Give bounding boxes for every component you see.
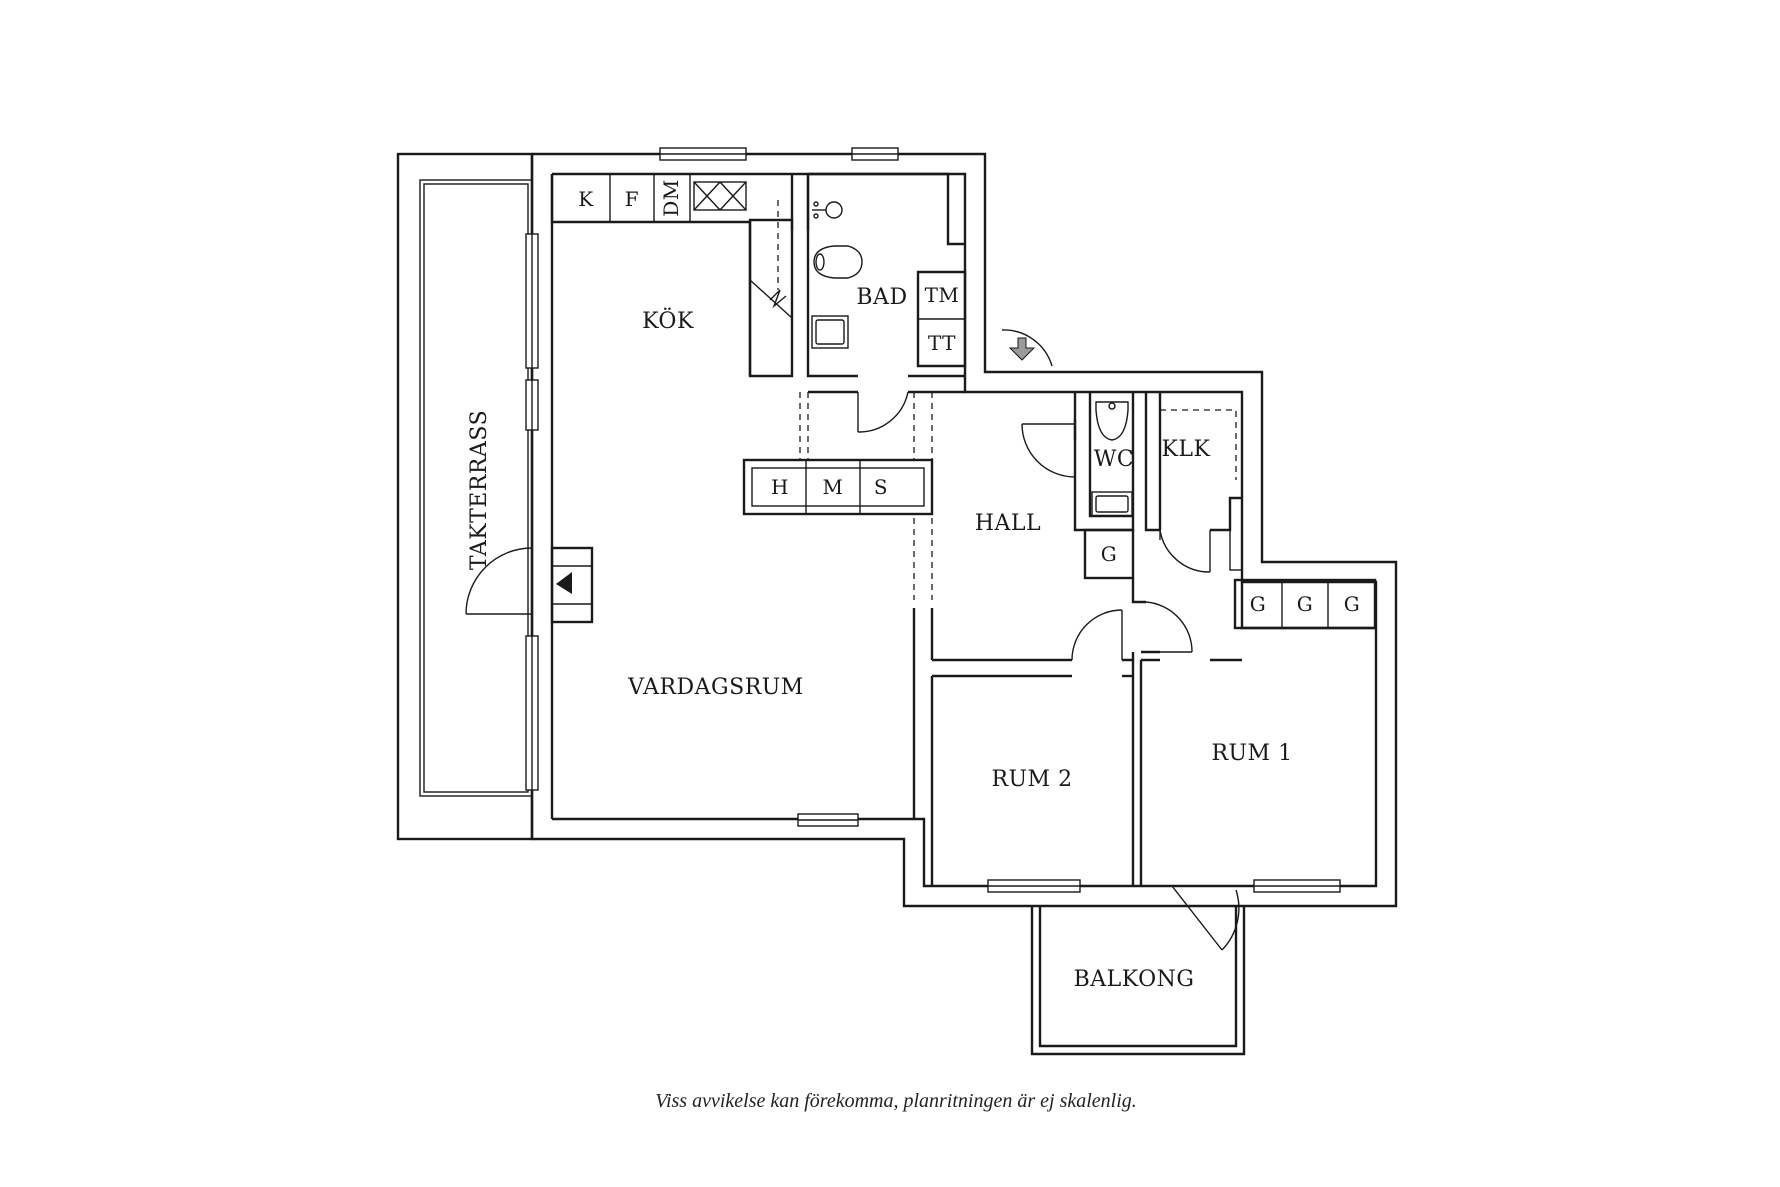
label-klk: KLK xyxy=(1162,437,1211,462)
interior-walls xyxy=(748,172,1376,886)
label-kitchen-k: K xyxy=(578,187,594,211)
outer-walls xyxy=(530,152,1398,908)
label-bath-tm: TM xyxy=(925,283,960,307)
label-storage-m: M xyxy=(823,475,844,499)
label-wardrobe-rum1-1: G xyxy=(1250,592,1266,616)
disclaimer-note: Viss avvikelse kan förekomma, planritnin… xyxy=(655,1090,1137,1112)
label-takterrass: TAKTERRASS xyxy=(467,410,492,570)
takterrass-area xyxy=(396,152,534,841)
dashed-lines xyxy=(777,200,1237,600)
label-wc: WC xyxy=(1094,447,1134,472)
windows xyxy=(525,147,1341,893)
label-wardrobe-rum1-2: G xyxy=(1297,592,1313,616)
fireplace xyxy=(550,546,594,624)
label-storage-s: S xyxy=(874,475,888,499)
label-bad: BAD xyxy=(856,285,907,310)
label-bath-tt: TT xyxy=(928,331,956,355)
label-kitchen-dm: DM xyxy=(659,179,683,217)
wc-fixtures xyxy=(1091,401,1133,517)
label-rum2: RUM 2 xyxy=(991,767,1072,792)
label-wardrobe-wc: G xyxy=(1101,542,1117,566)
label-rum1: RUM 1 xyxy=(1211,741,1292,766)
label-kitchen-f: F xyxy=(625,187,639,211)
hms-storage xyxy=(742,458,934,516)
label-kok: KÖK xyxy=(642,307,694,334)
doors xyxy=(465,329,1240,951)
rum1-wardrobes xyxy=(1233,578,1377,630)
label-storage-h: H xyxy=(771,475,789,499)
balkong-area xyxy=(1030,906,1246,1056)
bath-fixtures xyxy=(811,201,863,349)
label-balkong: BALKONG xyxy=(1074,967,1195,992)
kitchen-counter xyxy=(550,174,793,376)
label-vardagsrum: VARDAGSRUM xyxy=(627,675,804,700)
label-hall: HALL xyxy=(975,511,1041,536)
label-wardrobe-rum1-3: G xyxy=(1344,592,1360,616)
